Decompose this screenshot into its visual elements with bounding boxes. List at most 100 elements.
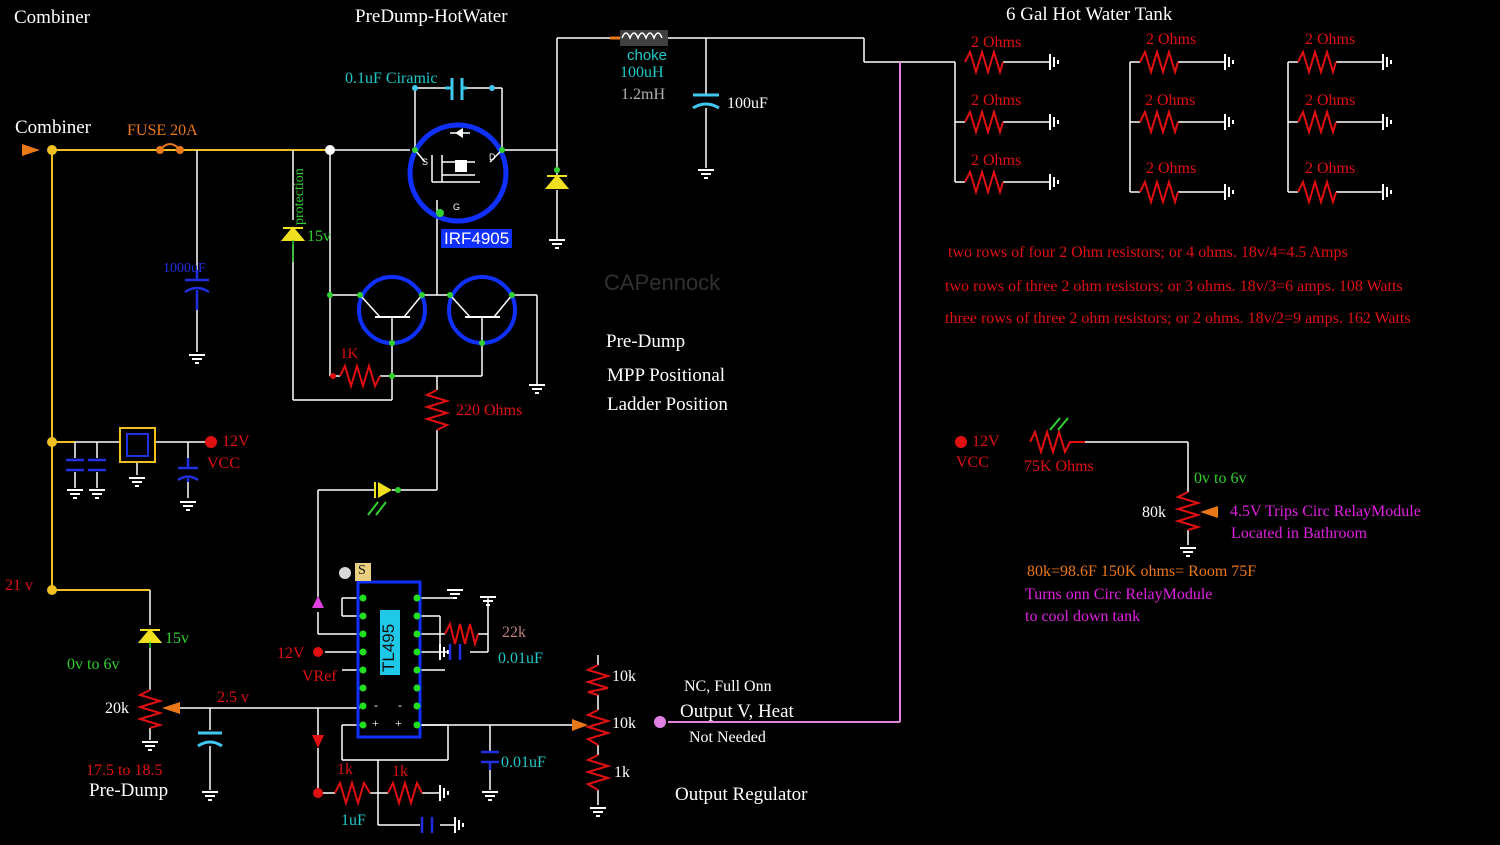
r1k-c-label: 1k bbox=[614, 764, 630, 781]
output-regulator-label: Output Regulator bbox=[675, 784, 808, 805]
pot-wiper-arrow bbox=[1200, 506, 1218, 518]
resistors bbox=[136, 48, 1337, 807]
pot-wiper-arrow bbox=[162, 702, 180, 714]
r1k-label: 1K bbox=[340, 346, 359, 362]
v25-label: 2.5 v bbox=[217, 689, 249, 706]
note-2: two rows of three 2 ohm resistors; or 3 … bbox=[945, 278, 1403, 295]
tank-r2-label: 2 Ohms bbox=[971, 92, 1022, 109]
trip-label-1: 4.5V Trips Circ RelayModule bbox=[1230, 503, 1421, 520]
svg-text:G: G bbox=[453, 202, 460, 212]
cap-100uf-label: 100uF bbox=[727, 95, 768, 112]
tank-title: 6 Gal Hot Water Tank bbox=[1006, 4, 1173, 25]
junction-dot bbox=[412, 85, 418, 91]
ladder-label: Ladder Position bbox=[607, 394, 728, 415]
junction-dot bbox=[313, 788, 323, 798]
trip-label-2: Located in Bathroom bbox=[1231, 525, 1367, 542]
predump-title: PreDump-HotWater bbox=[355, 6, 508, 27]
svg-text:S: S bbox=[422, 157, 428, 167]
led-temp-sensor bbox=[1049, 417, 1069, 431]
v12-left-label: 12V bbox=[222, 433, 250, 450]
v21-label: 21 v bbox=[5, 577, 33, 594]
v0to6-right-label: 0v to 6v bbox=[1194, 470, 1247, 487]
cap-001-a-label: 0.01uF bbox=[498, 650, 543, 667]
choke-label: choke bbox=[627, 47, 668, 64]
ic-pins bbox=[359, 594, 421, 729]
r10k-a-label: 10k bbox=[612, 668, 636, 685]
vcc-right-label: VCC bbox=[956, 454, 989, 471]
r1k-a-label: 1k bbox=[337, 761, 353, 778]
r80k-label: 80k bbox=[1142, 504, 1166, 521]
mosfet-irf4905: S D G bbox=[407, 122, 509, 224]
combiner-input-arrow bbox=[22, 144, 40, 156]
range-label: 17.5 to 18.5 bbox=[86, 762, 163, 779]
zener-15v-bottom: 15v bbox=[165, 630, 189, 647]
output-v-label: Output V, Heat bbox=[680, 701, 794, 722]
opto-arrow bbox=[312, 596, 324, 608]
ic-plus-left: + bbox=[372, 716, 379, 730]
note-1: two rows of four 2 Ohm resistors; or 4 o… bbox=[948, 244, 1348, 261]
predump-label: Pre-Dump bbox=[606, 331, 686, 352]
junction-dot bbox=[489, 85, 495, 91]
junction-dot bbox=[554, 167, 560, 173]
turns-label-2: to cool down tank bbox=[1025, 608, 1141, 625]
turns-label-1: Turns onn Circ RelayModule bbox=[1025, 586, 1213, 603]
mosfet-label: IRF4905 bbox=[441, 229, 513, 248]
tank-r4-label: 2 Ohms bbox=[1146, 31, 1197, 48]
v12-right-label: 12V bbox=[972, 433, 1000, 450]
note-3: three rows of three 2 ohm resistors; or … bbox=[945, 310, 1411, 327]
led-optocoupler bbox=[367, 482, 401, 516]
v12-ic-label: 12V bbox=[277, 645, 305, 662]
s-badge: S bbox=[358, 563, 366, 578]
supply-wires bbox=[50, 149, 330, 591]
choke-value-1: 100uH bbox=[620, 64, 664, 81]
r22k-label: 22k bbox=[502, 624, 526, 641]
ic-minus-right: - bbox=[398, 698, 402, 712]
predump-bottom-label: Pre-Dump bbox=[89, 780, 169, 801]
junction-dot bbox=[327, 292, 333, 298]
capacitors bbox=[66, 270, 499, 833]
author-label: CAPennock bbox=[604, 270, 721, 295]
r10k-b-label: 10k bbox=[612, 715, 636, 732]
tank-r3-label: 2 Ohms bbox=[971, 152, 1022, 169]
fuse-symbol bbox=[156, 143, 184, 154]
cap-1uf-label: 1uF bbox=[341, 812, 366, 829]
vcc-dot bbox=[955, 436, 967, 448]
nc-full-label: NC, Full Onn bbox=[684, 678, 772, 695]
vcc-dot bbox=[205, 436, 217, 448]
s-badge-box bbox=[355, 563, 371, 581]
pot-wiper-arrow bbox=[572, 719, 588, 731]
junction-dot bbox=[313, 647, 323, 657]
r1k-b-label: 1k bbox=[392, 763, 408, 780]
ic-tl495 bbox=[356, 580, 422, 739]
tl495-label: TL495 bbox=[379, 623, 398, 672]
tank-r1-label: 2 Ohms bbox=[971, 34, 1022, 51]
junction-dot bbox=[47, 437, 57, 447]
cyan-capacitors bbox=[197, 78, 720, 748]
ic-plus-right: + bbox=[395, 716, 402, 730]
combiner-input-label: Combiner bbox=[15, 117, 91, 138]
protection-label: protection bbox=[292, 168, 307, 225]
choke-inductor bbox=[610, 30, 668, 46]
junction-dot bbox=[47, 585, 57, 595]
status-dot bbox=[339, 567, 351, 579]
cap-1000uf-label: 1000uF bbox=[163, 261, 206, 276]
combiner-top-label: Combiner bbox=[14, 7, 90, 28]
ic-minus-left: - bbox=[374, 698, 378, 712]
vref-label: VRef bbox=[302, 668, 337, 685]
r220-label: 220 Ohms bbox=[456, 402, 523, 419]
vcc-left-label: VCC bbox=[207, 455, 240, 472]
junction-dot bbox=[389, 373, 395, 379]
zener-15v-top: 15v bbox=[307, 228, 331, 245]
tank-r9-label: 2 Ohms bbox=[1305, 160, 1356, 177]
regulator-block bbox=[119, 427, 156, 463]
cap-001-b-label: 0.01uF bbox=[501, 754, 546, 771]
svg-text:D: D bbox=[489, 152, 496, 162]
tank-r6-label: 2 Ohms bbox=[1146, 160, 1197, 177]
v0to6-left-label: 0v to 6v bbox=[67, 656, 120, 673]
tank-r8-label: 2 Ohms bbox=[1305, 92, 1356, 109]
r20k-label: 20k bbox=[105, 700, 129, 717]
mpp-label: MPP Positional bbox=[607, 365, 726, 386]
output-wire bbox=[668, 62, 901, 723]
vref-arrow bbox=[312, 735, 324, 748]
